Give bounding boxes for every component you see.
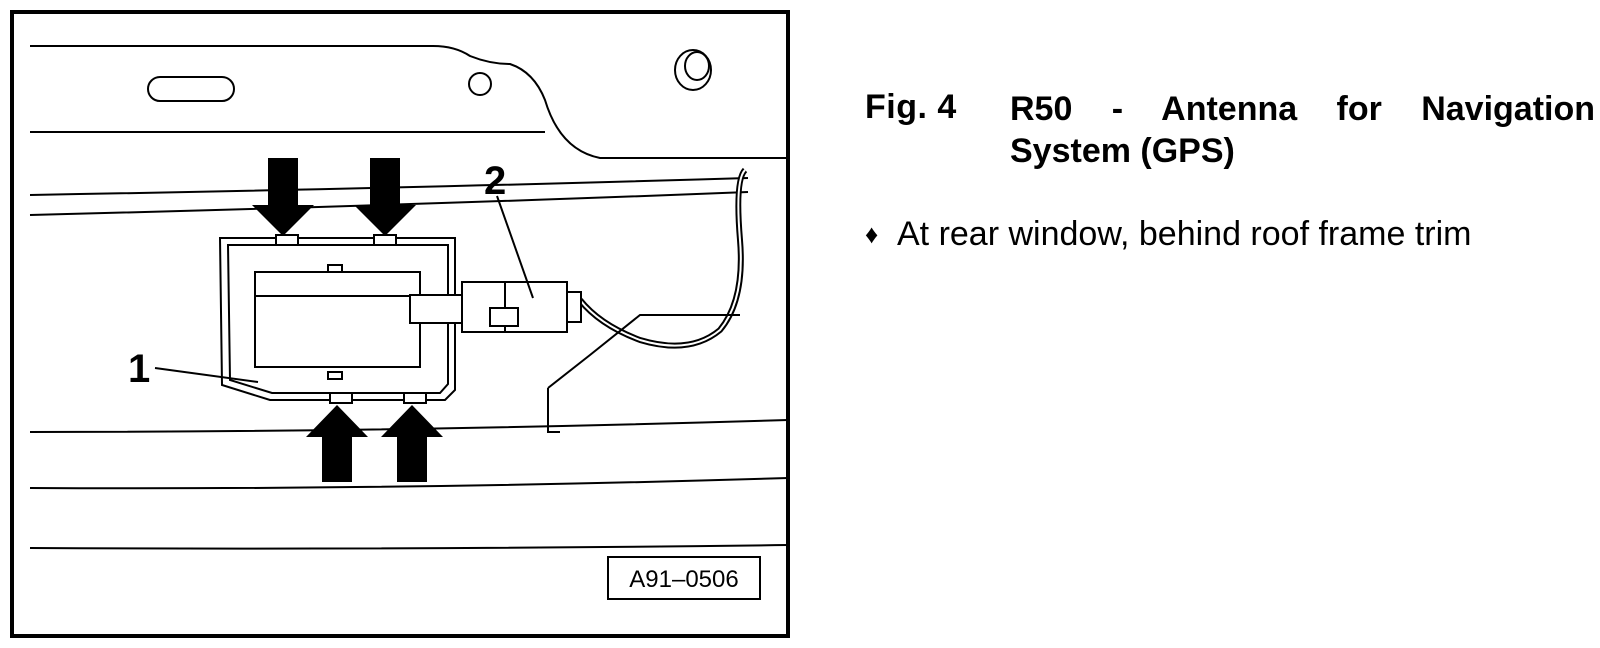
image-code: A91–0506 [629, 566, 738, 593]
figure-illustration: 1 2 A91–0506 [10, 10, 790, 638]
arrow-up-icon [306, 405, 368, 482]
callout-1: 1 [128, 347, 150, 391]
gps-antenna [218, 234, 456, 404]
arrow-down-icon [354, 158, 416, 236]
image-code-box [607, 556, 761, 600]
arrow-down-icon [252, 158, 314, 236]
trim-holes [147, 49, 712, 102]
clip-arrows [252, 158, 443, 482]
bullet-text: At rear window, behind roof frame trim [897, 215, 1472, 253]
diamond-bullet-icon: ♦ [865, 219, 879, 249]
leader-lines [154, 195, 740, 433]
figure-number: Fig. 4 [865, 88, 957, 126]
callout-2: 2 [484, 159, 506, 203]
antenna-connector [409, 167, 748, 349]
arrow-up-icon [381, 405, 443, 482]
figure-title: R50 - Antenna for Navigation System (GPS… [1010, 90, 1595, 170]
